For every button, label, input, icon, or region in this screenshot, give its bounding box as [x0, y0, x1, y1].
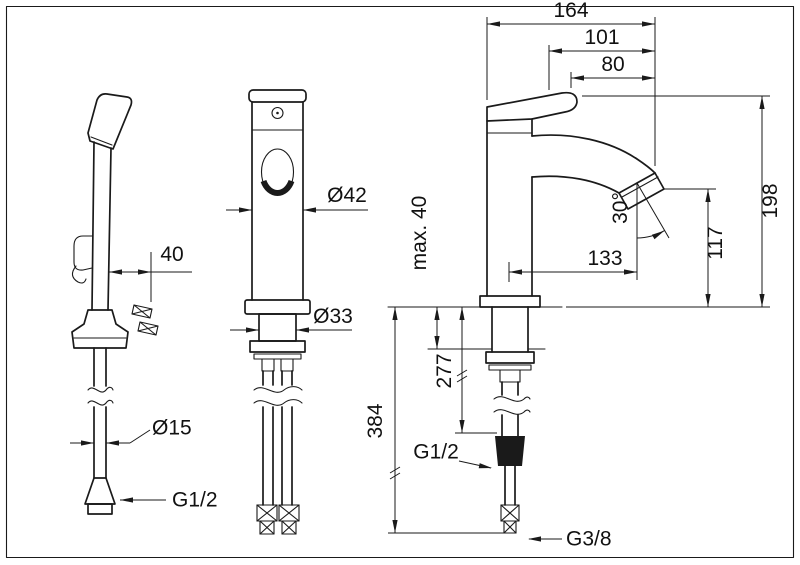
supply-hose-side-lower — [504, 465, 516, 506]
dim-hose-thread-side: G1/2 — [413, 441, 492, 469]
dim-outlet-reach: 133 — [508, 247, 637, 282]
faucet-body-side — [486, 118, 533, 297]
dim-outlet-height-label: 117 — [704, 226, 727, 259]
wall-elbow — [71, 309, 129, 349]
shank-side — [491, 306, 529, 353]
dim-outlet-reach-label: 133 — [587, 247, 622, 270]
shower-head-outline — [87, 93, 133, 150]
mounting-screws — [131, 304, 159, 336]
lever-cap-front — [248, 89, 307, 103]
drawing-border — [5, 5, 795, 559]
spout-top — [531, 134, 656, 174]
dim-holder-depth-label: 40 — [160, 243, 183, 266]
screw-detail — [271, 106, 284, 120]
hose-fitting-side — [499, 369, 521, 383]
g12-connector-nut — [495, 436, 525, 466]
shank-front — [258, 313, 297, 342]
hose-end-cone — [84, 477, 116, 505]
dim-outlet-angle: 30° — [609, 182, 670, 280]
dim-hose-thread-label: G1/2 — [172, 489, 218, 512]
dim-hose-thread-side-label: G1/2 — [413, 441, 459, 464]
spout-bottom — [531, 175, 620, 194]
dim-hose-diameter-label: Ø15 — [152, 417, 192, 440]
dim-hose-connect-length-label: 277 — [433, 353, 456, 388]
faucet-side-view: 164 101 80 198 117 — [364, 0, 782, 551]
dim-max-deck-label: max. 40 — [408, 196, 431, 271]
hose-break-symbol-front — [253, 386, 303, 406]
base-flange-side — [479, 295, 541, 308]
base-flange-front — [244, 299, 311, 315]
dim-holder-depth: 40 — [109, 243, 192, 302]
supply-hoses-front — [262, 370, 293, 506]
mounting-nut-front — [249, 340, 306, 353]
dim-total-depth: 164 — [486, 0, 656, 166]
mounting-nut-side — [485, 351, 535, 364]
dim-shank-diameter: Ø33 — [230, 305, 353, 333]
hose-fitting-right — [280, 358, 294, 372]
faucet-front-view: Ø42 Ø33 — [226, 89, 368, 535]
shower-hose — [93, 347, 107, 479]
dim-hose-total-length-label: 384 — [364, 403, 387, 438]
hose-end-nut — [87, 503, 113, 515]
dim-reach-inner-label: 80 — [601, 53, 624, 76]
dim-body-diameter: Ø42 — [226, 184, 368, 213]
hose-break-symbol — [87, 386, 114, 406]
washer-side — [488, 364, 532, 371]
dim-total-height: 198 — [566, 95, 782, 308]
dim-total-height-label: 198 — [759, 183, 782, 218]
dim-reach-inner: 80 — [570, 53, 655, 88]
wall-holder — [73, 235, 93, 271]
dim-outlet-angle-label: 30° — [609, 192, 632, 224]
dim-outlet-height: 117 — [664, 188, 727, 307]
hose-fitting-left — [261, 358, 275, 372]
dim-shank-diameter-label: Ø33 — [313, 305, 353, 328]
dim-reach-upper: 101 — [548, 26, 655, 90]
dim-hose-diameter: Ø15 — [70, 417, 192, 446]
supply-hose-side-upper — [501, 381, 519, 437]
spout-opening-shade — [260, 179, 295, 196]
hose-connectors-front — [256, 504, 300, 535]
dim-supply-thread-label: G3/8 — [566, 528, 612, 551]
hose-connector-tip-side — [500, 504, 520, 534]
hose-break-symbol-side — [493, 396, 531, 415]
washer-front — [253, 353, 302, 360]
shower-head-face-line — [90, 136, 113, 146]
dim-hose-thread: G1/2 — [120, 489, 218, 512]
lever-side — [486, 91, 578, 122]
hand-shower-view: 40 Ø15 G1/2 — [70, 93, 218, 515]
faucet-body-front — [251, 101, 304, 301]
dim-total-depth-label: 164 — [553, 0, 588, 22]
dim-hose-connect-length: 277 — [433, 307, 497, 434]
dim-hose-total-length: 384 — [364, 307, 508, 534]
dim-body-diameter-label: Ø42 — [327, 184, 367, 207]
aerator-line — [621, 176, 659, 198]
wall-holder-hook — [71, 265, 87, 284]
dim-max-deck: max. 40 — [408, 196, 440, 349]
shower-handle — [91, 141, 112, 311]
dim-supply-thread: G3/8 — [528, 528, 612, 551]
screw-center — [276, 111, 279, 115]
dim-reach-upper-label: 101 — [584, 26, 619, 49]
